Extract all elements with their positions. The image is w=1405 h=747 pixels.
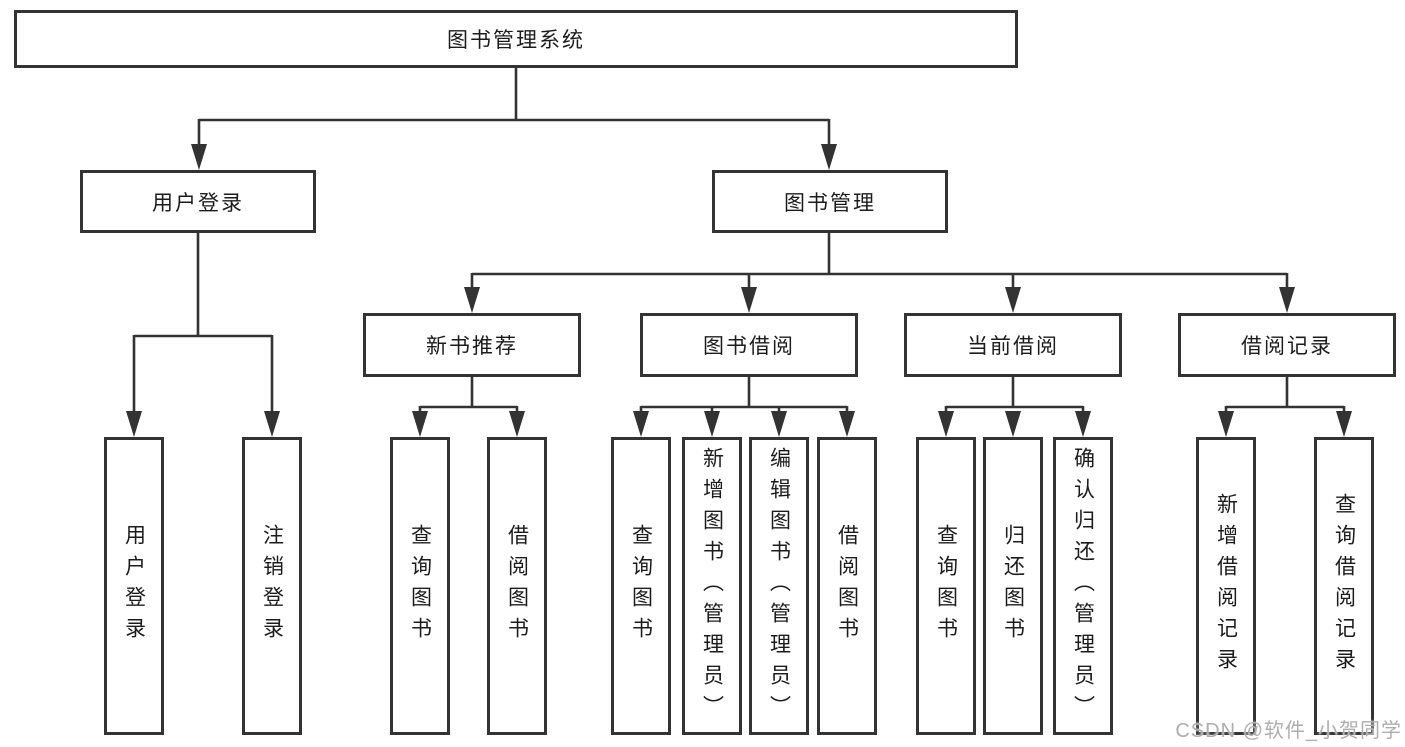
node-new-book-recommendation: 新书推荐 — [363, 313, 581, 377]
leaf-borrow-books-recommend: 借阅图书 — [487, 437, 547, 735]
arrowheads — [126, 144, 1352, 437]
leaf-edit-books-admin: 编辑图书（管理员） — [749, 437, 809, 735]
node-borrowing-records: 借阅记录 — [1178, 313, 1396, 377]
csdn-watermark: CSDN @软件_小贺同学 — [1175, 720, 1402, 742]
leaf-add-borrow-record: 新增借阅记录 — [1196, 437, 1256, 735]
leaf-confirm-return-admin: 确认归还（管理员） — [1053, 437, 1113, 735]
leaf-query-books-recommend: 查询图书 — [390, 437, 450, 735]
leaf-query-borrow-record: 查询借阅记录 — [1314, 437, 1374, 735]
leaf-add-books-admin: 新增图书（管理员） — [682, 437, 742, 735]
leaf-user-login: 用户登录 — [104, 437, 164, 735]
leaf-query-books-current: 查询图书 — [916, 437, 976, 735]
leaf-return-books: 归还图书 — [983, 437, 1043, 735]
node-current-borrowing: 当前借阅 — [904, 313, 1122, 377]
leaf-query-books-borrow: 查询图书 — [611, 437, 671, 735]
leaf-borrow-books: 借阅图书 — [817, 437, 877, 735]
leaf-logout: 注销登录 — [242, 437, 302, 735]
node-user-login: 用户登录 — [80, 170, 316, 233]
node-book-borrowing: 图书借阅 — [640, 313, 858, 377]
node-library-management-system: 图书管理系统 — [14, 10, 1018, 68]
node-book-management: 图书管理 — [712, 170, 948, 233]
